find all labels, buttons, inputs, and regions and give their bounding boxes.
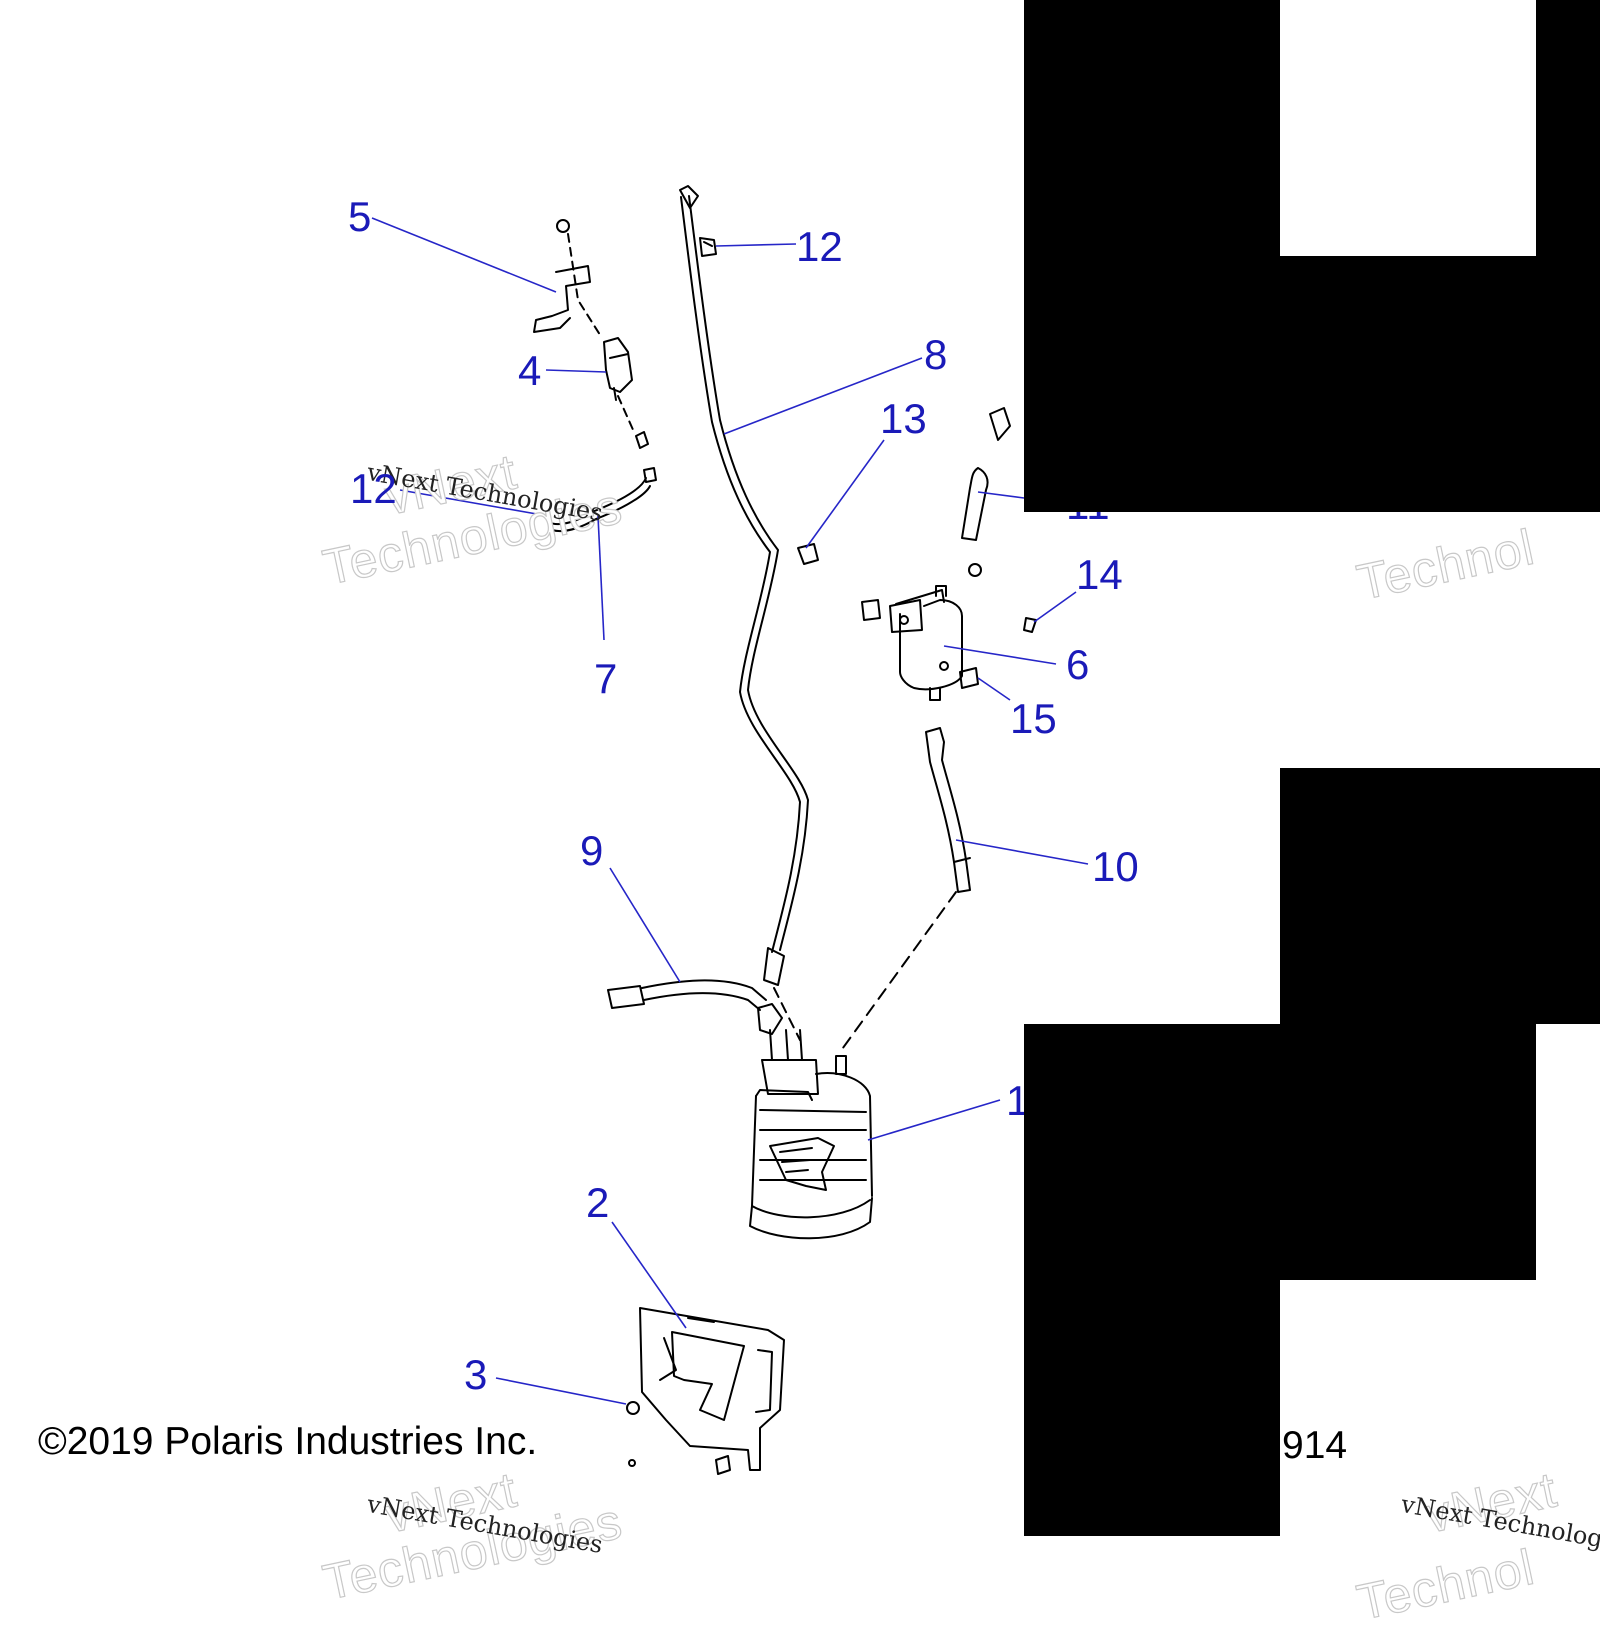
leader-13	[805, 439, 885, 549]
callout-10: 10	[1092, 843, 1139, 890]
grommet-part-14	[1023, 617, 1037, 633]
valve-part-4	[603, 337, 633, 401]
callout-1: 1	[1006, 1077, 1030, 1124]
grommet-part-14a	[968, 563, 982, 577]
leader-8	[723, 357, 923, 435]
bracket-part-5	[533, 219, 591, 333]
hose-part-10	[925, 727, 971, 893]
leader-12-left	[399, 489, 549, 517]
document-code: 914	[1282, 1424, 1348, 1467]
hose-part-7	[547, 431, 657, 532]
leader-15	[977, 677, 1011, 701]
redaction-block-4	[1280, 768, 1600, 1024]
leader-5	[371, 217, 557, 293]
screw-bracket-2	[715, 1455, 731, 1475]
hose-part-11	[961, 407, 1011, 541]
callout-6: 6	[1066, 641, 1090, 688]
redaction-block-3	[1536, 0, 1600, 512]
callout-5: 5	[348, 193, 372, 240]
leader-2	[611, 1221, 687, 1329]
leader-11	[977, 491, 1025, 499]
hose-part-9	[607, 979, 783, 1035]
callout-7: 7	[594, 655, 618, 702]
canister-part-1	[749, 1029, 873, 1240]
callout-15: 15	[1010, 695, 1057, 742]
callout-2: 2	[586, 1179, 610, 1226]
leader-lines	[371, 217, 1089, 1405]
bolt-part-3	[626, 1401, 640, 1415]
leader-10	[955, 839, 1089, 865]
dash-assembly-line-8	[773, 987, 801, 1041]
bolt-part-3b	[628, 1459, 636, 1467]
leader-9	[609, 867, 681, 983]
vent-tube-part-8	[679, 185, 809, 986]
filter-part-6	[861, 585, 979, 701]
callout-4: 4	[518, 347, 542, 394]
leader-7	[597, 515, 605, 641]
leader-12-top	[715, 243, 797, 247]
dash-assembly-line-4	[567, 233, 635, 433]
dash-assembly-line-10	[839, 891, 957, 1053]
bracket-part-2	[639, 1307, 785, 1471]
callout-12-top: 12	[796, 223, 843, 270]
callout-12-left: 12	[350, 465, 397, 512]
copyright-text: ©2019 Polaris Industries Inc.	[38, 1420, 538, 1463]
redaction-block-1	[1024, 0, 1280, 512]
leader-1	[867, 1099, 1001, 1141]
leader-6	[943, 645, 1057, 665]
leader-4	[545, 369, 607, 373]
callout-3: 3	[464, 1351, 488, 1398]
redaction-block-2	[1280, 256, 1536, 512]
callout-14: 14	[1076, 551, 1123, 598]
clip-part-12-top	[699, 237, 717, 257]
redaction-block-6	[1024, 1280, 1280, 1536]
callout-9: 9	[580, 827, 604, 874]
callout-8: 8	[924, 331, 948, 378]
callout-13: 13	[880, 395, 927, 442]
clip-part-13	[797, 543, 819, 565]
leader-14	[1033, 591, 1077, 623]
redaction-block-5	[1024, 1024, 1536, 1280]
leader-3	[495, 1377, 627, 1405]
